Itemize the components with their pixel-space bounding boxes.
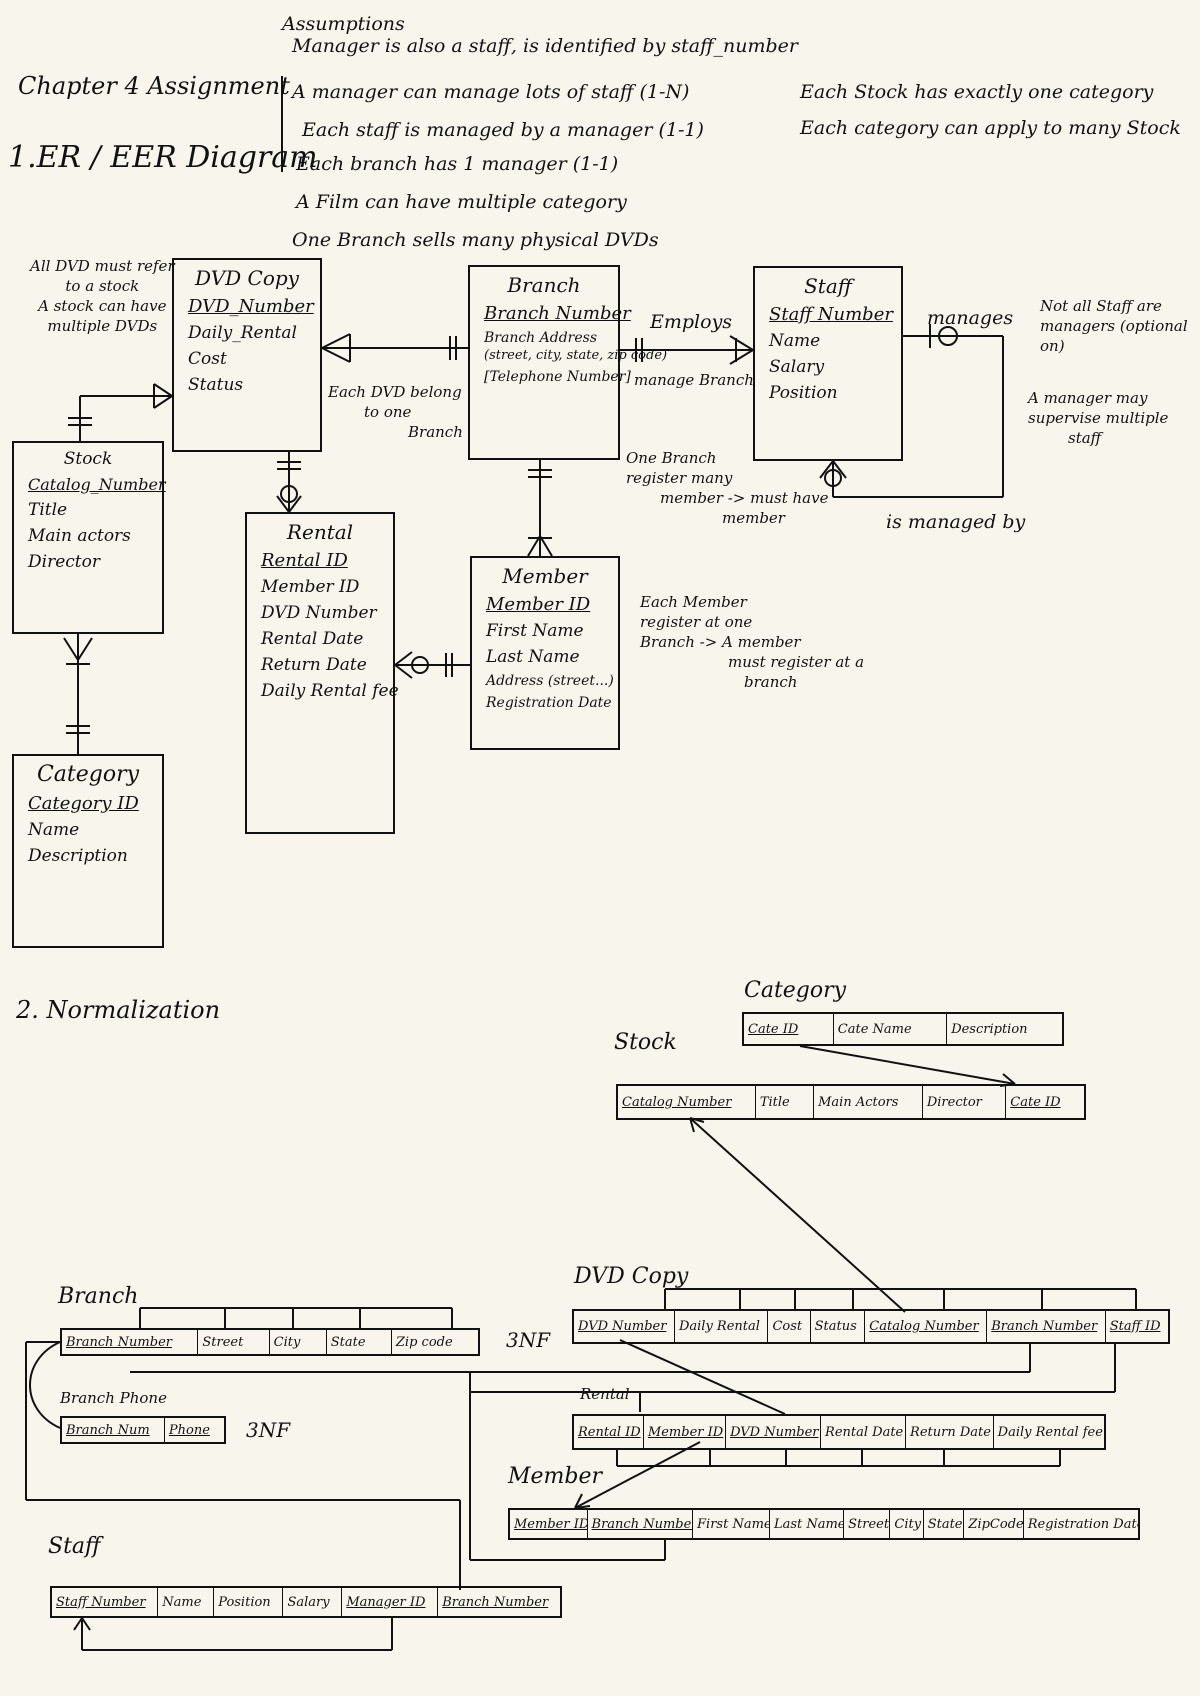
entity-rental: Rental Rental ID Member ID DVD Number Re… <box>245 512 399 834</box>
relation-title-branch: Branch <box>58 1284 139 1309</box>
entity-stock: Stock Catalog_Number Title Main actors D… <box>12 441 166 634</box>
relation-member: Member ID Branch Number First Name Last … <box>508 1508 1140 1540</box>
relation-dvd-copy: DVD Number Daily Rental Cost Status Cata… <box>572 1309 1170 1344</box>
relation-title-dvd-copy: DVD Copy <box>574 1264 689 1289</box>
section-2-heading: 2. Normalization <box>16 996 221 1024</box>
relation-title-staff: Staff <box>48 1534 101 1559</box>
assumption-line: A Film can have multiple category <box>296 191 627 213</box>
relation-branch: Branch Number Street City State Zip code <box>60 1328 480 1356</box>
assumption-line: Manager is also a staff, is identified b… <box>292 35 799 57</box>
is-managed-by-label: is managed by <box>886 511 1026 533</box>
assumptions-title: Assumptions <box>282 13 405 35</box>
relation-title-category: Category <box>744 978 847 1003</box>
manage-branch-label: manage Branch <box>634 371 754 389</box>
section-1-heading: 1.ER / EER Diagram <box>8 140 318 175</box>
normal-form-branch-phone: 3NF <box>246 1418 291 1442</box>
entity-dvd-copy: DVD Copy DVD_Number Daily_Rental Cost St… <box>172 258 322 452</box>
employs-label: Employs <box>650 311 733 333</box>
entity-staff: Staff Staff Number Name Salary Position <box>753 266 903 461</box>
manages-label: manages <box>927 307 1014 329</box>
relation-rental: Rental ID Member ID DVD Number Rental Da… <box>572 1414 1106 1450</box>
chapter-heading: Chapter 4 Assignment <box>18 72 290 100</box>
relation-branch-phone: Branch Num Phone <box>60 1416 226 1444</box>
relation-title-rental: Rental <box>580 1385 630 1403</box>
assumption-line: Each branch has 1 manager (1-1) <box>296 153 619 175</box>
assumption-line: One Branch sells many physical DVDs <box>292 229 659 251</box>
entity-member: Member Member ID First Name Last Name Ad… <box>470 556 620 750</box>
normal-form-branch: 3NF <box>506 1328 551 1352</box>
relation-staff: Staff Number Name Position Salary Manage… <box>50 1586 562 1618</box>
assumption-line: A manager can manage lots of staff (1-N) <box>292 81 690 103</box>
assumption-line: Each category can apply to many Stock <box>800 117 1181 139</box>
relation-category: Cate ID Cate Name Description <box>742 1012 1064 1046</box>
relation-title-branch-phone: Branch Phone <box>60 1389 167 1407</box>
relation-title-stock: Stock <box>614 1030 677 1055</box>
assumption-line: Each staff is managed by a manager (1-1) <box>302 119 704 141</box>
assumption-line: Each Stock has exactly one category <box>800 81 1154 103</box>
entity-category: Category Category ID Name Description <box>12 754 164 948</box>
relation-stock: Catalog Number Title Main Actors Directo… <box>616 1084 1086 1120</box>
entity-branch: Branch Branch Number Branch Address (str… <box>468 265 667 460</box>
relation-title-member: Member <box>508 1464 603 1489</box>
